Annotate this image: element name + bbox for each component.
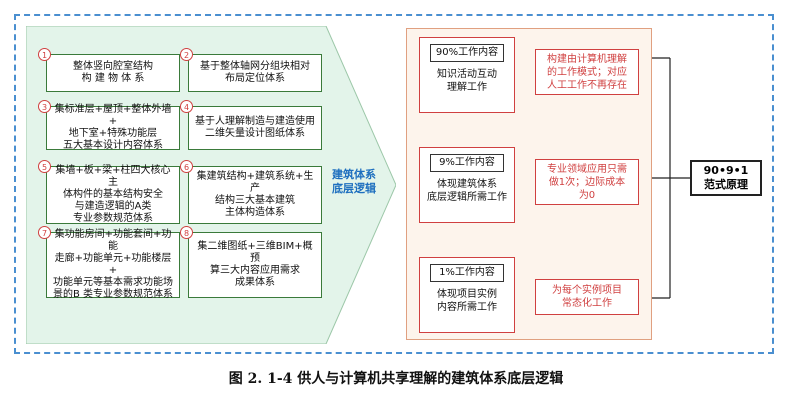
work-note-3: 为每个实例项目 常态化工作 xyxy=(535,279,639,315)
work-box-body: 知识活动互动 理解工作 xyxy=(437,69,497,93)
mid-logic-label: 建筑体系 底层逻辑 xyxy=(332,168,376,195)
logic-card-1: 整体竖向腔室结构 构 建 物 体 系 xyxy=(46,54,180,92)
logic-card-text: 集建筑结构+建筑系统+生产 结构三大基本建筑 主体构造体系 xyxy=(196,171,314,218)
number-badge-5: 5 xyxy=(38,160,51,173)
work-box-body: 体现项目实例 内容所需工作 xyxy=(437,289,497,313)
work-box-title: 9%工作内容 xyxy=(430,154,504,172)
work-box-3: 1%工作内容体现项目实例 内容所需工作 xyxy=(419,257,515,333)
logic-card-text: 基于人理解制造与建造使用 二维矢量设计图纸体系 xyxy=(195,116,315,139)
number-badge-4: 4 xyxy=(180,100,193,113)
logic-card-4: 基于人理解制造与建造使用 二维矢量设计图纸体系 xyxy=(188,106,322,150)
number-badge-1: 1 xyxy=(38,48,51,61)
logic-card-5: 集墙+板+梁+柱四大核心主 体构件的基本结构安全 与建造逻辑的A类 专业参数规范… xyxy=(46,165,180,224)
outer-dashed-frame xyxy=(14,14,774,354)
logic-card-2: 基于整体轴网分组块相对 布局定位体系 xyxy=(188,54,322,92)
logic-card-8: 集二维图纸+三维BIM+概预 算三大内容应用需求 成果体系 xyxy=(188,232,322,298)
logic-card-text: 集功能房间+功能套间+功能 走廊+功能单元+功能楼层+ 功能单元等基本需求功能场… xyxy=(52,229,174,300)
work-note-1: 构建由计算机理解 的工作模式；对应 人工工作不再存在 xyxy=(535,49,639,95)
work-box-1: 90%工作内容知识活动互动 理解工作 xyxy=(419,37,515,113)
number-badge-8: 8 xyxy=(180,226,193,239)
logic-card-text: 整体竖向腔室结构 构 建 物 体 系 xyxy=(73,61,153,84)
principle-box: 90•9•1 范式原理 xyxy=(690,160,762,196)
work-box-2: 9%工作内容体现建筑体系 底层逻辑所需工作 xyxy=(419,147,515,223)
logic-card-text: 集标准层+屋顶+整体外墙+ 地下室+特殊功能层 五大基本设计内容体系 xyxy=(54,104,172,151)
number-badge-2: 2 xyxy=(180,48,193,61)
work-content-panel: 90%工作内容知识活动互动 理解工作构建由计算机理解 的工作模式；对应 人工工作… xyxy=(406,28,652,340)
bracket-lines xyxy=(652,57,690,299)
logic-card-6: 集建筑结构+建筑系统+生产 结构三大基本建筑 主体构造体系 xyxy=(188,166,322,224)
logic-card-7: 集功能房间+功能套间+功能 走廊+功能单元+功能楼层+ 功能单元等基本需求功能场… xyxy=(46,229,180,300)
figure-caption: 图 2. 1-4 供人与计算机共享理解的建筑体系底层逻辑 xyxy=(228,371,564,387)
work-box-title: 90%工作内容 xyxy=(430,44,504,62)
logic-card-text: 基于整体轴网分组块相对 布局定位体系 xyxy=(200,61,310,84)
work-note-2: 专业领域应用只需 做1次；边际成本 为0 xyxy=(535,159,639,205)
work-box-title: 1%工作内容 xyxy=(430,264,504,282)
logic-card-3: 集标准层+屋顶+整体外墙+ 地下室+特殊功能层 五大基本设计内容体系 xyxy=(46,104,180,151)
work-box-body: 体现建筑体系 底层逻辑所需工作 xyxy=(427,179,507,203)
number-badge-6: 6 xyxy=(180,160,193,173)
logic-card-text: 集墙+板+梁+柱四大核心主 体构件的基本结构安全 与建造逻辑的A类 专业参数规范… xyxy=(55,165,171,224)
logic-card-text: 集二维图纸+三维BIM+概预 算三大内容应用需求 成果体系 xyxy=(197,241,313,288)
number-badge-3: 3 xyxy=(38,100,51,113)
number-badge-7: 7 xyxy=(38,226,51,239)
